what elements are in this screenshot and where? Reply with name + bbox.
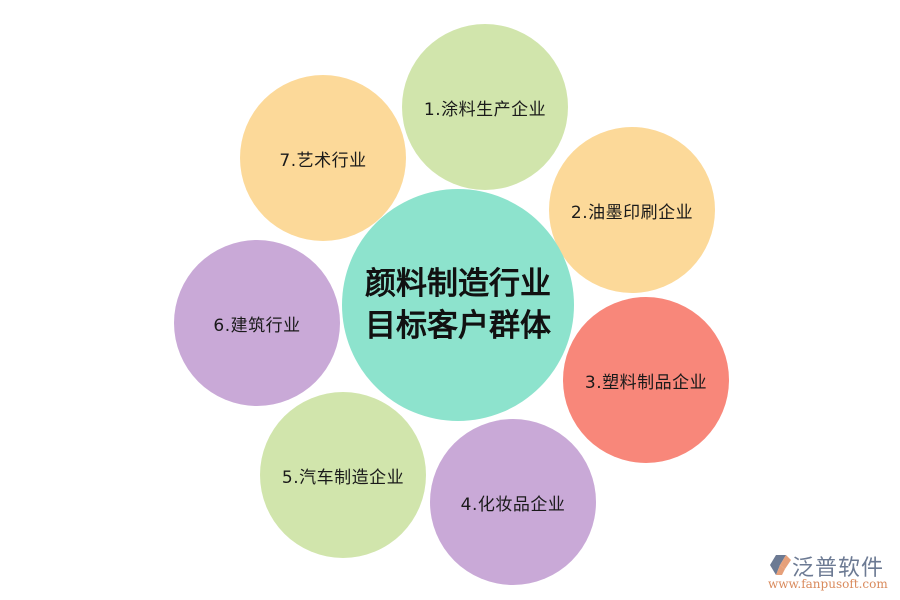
circle-label: 5.汽车制造企业: [281, 467, 405, 488]
circle-art: 7.艺术行业: [240, 75, 406, 241]
circle-label: 2.油墨印刷企业: [570, 202, 694, 223]
circle-label: 7.艺术行业: [279, 150, 367, 171]
circle-label: 1.涂料生产企业: [423, 99, 547, 120]
circle-label: 6.建筑行业: [213, 315, 301, 336]
circle-label: 3.塑料制品企业: [584, 372, 708, 393]
circle-label: 4.化妆品企业: [460, 494, 566, 515]
circle-coating: 1.涂料生产企业: [402, 24, 568, 190]
fanpu-logo-icon: [770, 555, 791, 575]
watermark-brand: 泛普软件: [792, 556, 885, 581]
circle-automotive: 5.汽车制造企业: [260, 392, 426, 558]
watermark-logo: 泛普软件 www.fanpusoft.com: [762, 550, 897, 595]
circle-ink-printing: 2.油墨印刷企业: [549, 127, 715, 293]
circle-plastics: 3.塑料制品企业: [563, 297, 729, 463]
circle-cosmetics: 4.化妆品企业: [430, 419, 596, 585]
circle-construction: 6.建筑行业: [174, 240, 340, 406]
watermark-url: www.fanpusoft.com: [768, 577, 888, 591]
center-title-line1: 颜料制造行业: [365, 266, 551, 302]
center-circle: 颜料制造行业 目标客户群体: [342, 189, 574, 421]
center-title-line2: 目标客户群体: [365, 308, 551, 344]
